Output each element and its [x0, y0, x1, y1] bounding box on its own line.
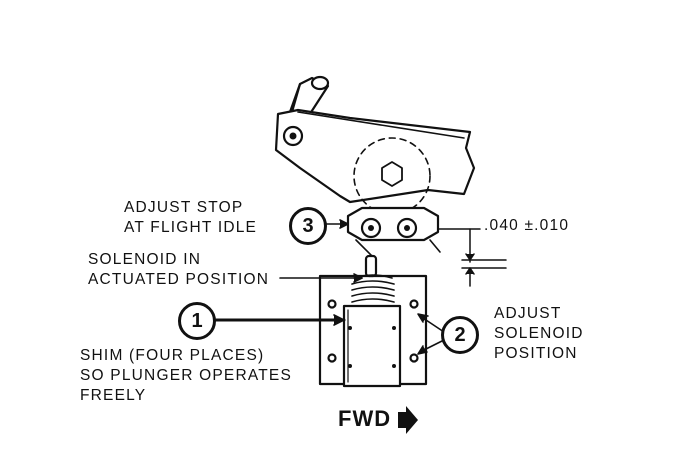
fwd-arrow-icon	[398, 406, 418, 434]
solenoid-body	[342, 304, 402, 388]
clearance-dimension	[437, 228, 507, 287]
adjust-solenoid-label-line3: POSITION	[494, 345, 578, 362]
solenoid-plunger	[351, 254, 395, 303]
shim-label-line3: FREELY	[80, 387, 147, 404]
stop-bracket	[346, 206, 441, 257]
callout-1: 1	[178, 302, 216, 340]
callout-2: 2	[441, 316, 479, 354]
solenoid-actuated-label-line2: ACTUATED POSITION	[88, 271, 270, 288]
lever-arm	[274, 108, 476, 204]
leader-lines	[214, 219, 445, 355]
solenoid-actuated-label-line1: SOLENOID IN	[88, 251, 202, 268]
clearance-label: .040 ±.010	[484, 217, 570, 234]
callout-3: 3	[289, 207, 327, 245]
adjust-stop-label-line1: ADJUST STOP	[124, 199, 244, 216]
fwd-label: FWD	[338, 406, 392, 431]
shim-label-line1: SHIM (FOUR PLACES)	[80, 347, 265, 364]
adjust-stop-label-line2: AT FLIGHT IDLE	[124, 219, 258, 236]
shim-label-line2: SO PLUNGER OPERATES	[80, 367, 293, 384]
adjust-solenoid-label-line2: SOLENOID	[494, 325, 584, 342]
adjust-solenoid-label-line1: ADJUST	[494, 305, 562, 322]
